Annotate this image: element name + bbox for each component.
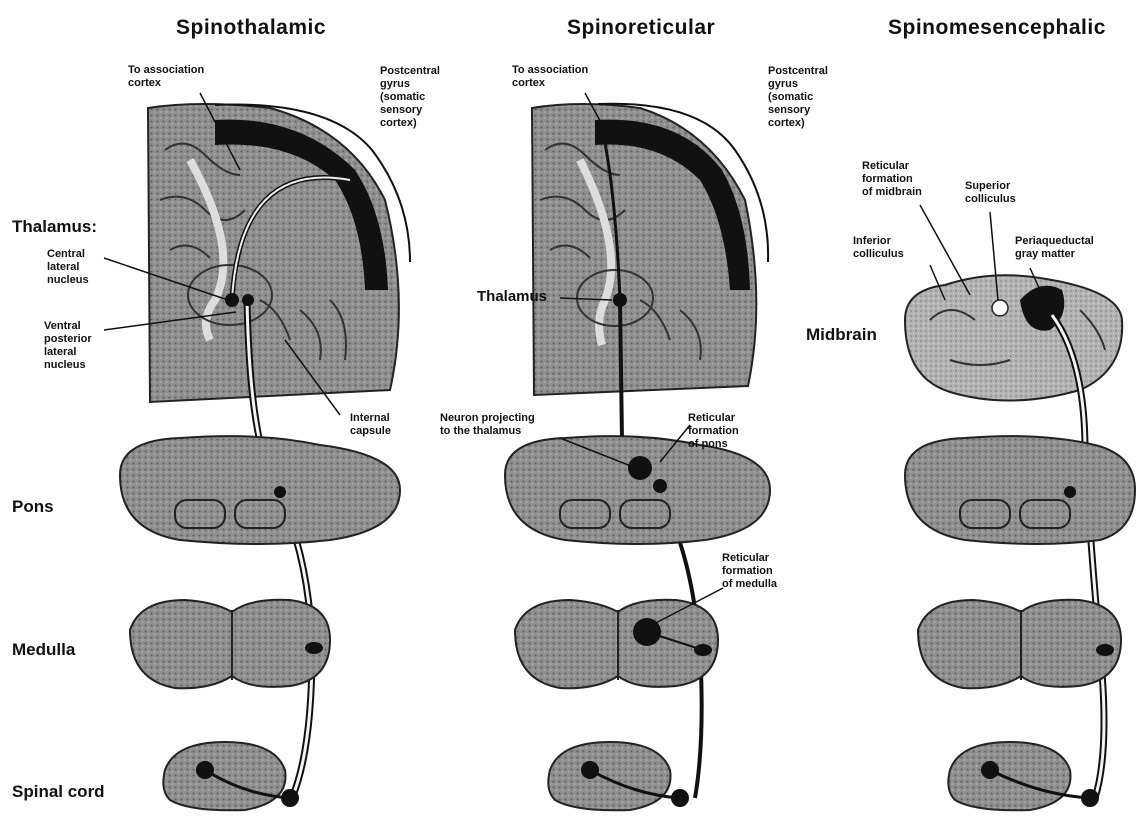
row-label-spinal-cord: Spinal cord	[12, 782, 105, 802]
label-periaqueductal-gray: Periaqueductal gray matter	[1015, 235, 1094, 261]
row-label-medulla: Medulla	[12, 640, 75, 660]
label-superior-colliculus: Superior colliculus	[965, 180, 1016, 206]
row-label-pons: Pons	[12, 497, 54, 517]
spinal-cord-section	[548, 742, 689, 810]
panel-spinoreticular	[505, 93, 770, 810]
row-label-thalamus: Thalamus:	[12, 217, 97, 237]
cortex-section	[532, 104, 756, 395]
label-ventral-posterior-lateral-nucleus: Ventral posterior lateral nucleus	[44, 320, 92, 372]
panel-spinothalamic	[104, 93, 410, 810]
medulla-section	[515, 600, 718, 689]
panel-spinomesencephalic	[905, 205, 1135, 810]
label-inferior-colliculus: Inferior colliculus	[853, 235, 904, 261]
pons-section	[505, 436, 770, 544]
cortex-section	[148, 104, 399, 402]
label-thalamus-2: Thalamus	[477, 288, 547, 305]
spinal-cord-section	[163, 742, 299, 810]
label-internal-capsule: Internal capsule	[350, 412, 391, 438]
spinal-cord-section	[948, 742, 1099, 810]
label-reticular-formation-pons: Reticular formation of pons	[688, 412, 739, 451]
medulla-section	[918, 600, 1121, 689]
label-postcentral-gyrus-2: Postcentral gyrus (somatic sensory corte…	[768, 65, 828, 130]
medulla-section	[130, 600, 330, 689]
label-midbrain: Midbrain	[806, 325, 877, 345]
label-to-association-cortex-2: To association cortex	[512, 64, 588, 90]
label-reticular-formation-midbrain: Reticular formation of midbrain	[862, 160, 922, 199]
label-postcentral-gyrus-1: Postcentral gyrus (somatic sensory corte…	[380, 65, 440, 130]
pons-section	[905, 436, 1135, 544]
label-to-association-cortex-1: To association cortex	[128, 64, 204, 90]
midbrain-section	[905, 275, 1122, 400]
label-reticular-formation-medulla: Reticular formation of medulla	[722, 552, 777, 591]
label-central-lateral-nucleus: Central lateral nucleus	[47, 248, 89, 287]
label-neuron-projecting: Neuron projecting to the thalamus	[440, 412, 535, 438]
pons-section	[120, 436, 400, 544]
